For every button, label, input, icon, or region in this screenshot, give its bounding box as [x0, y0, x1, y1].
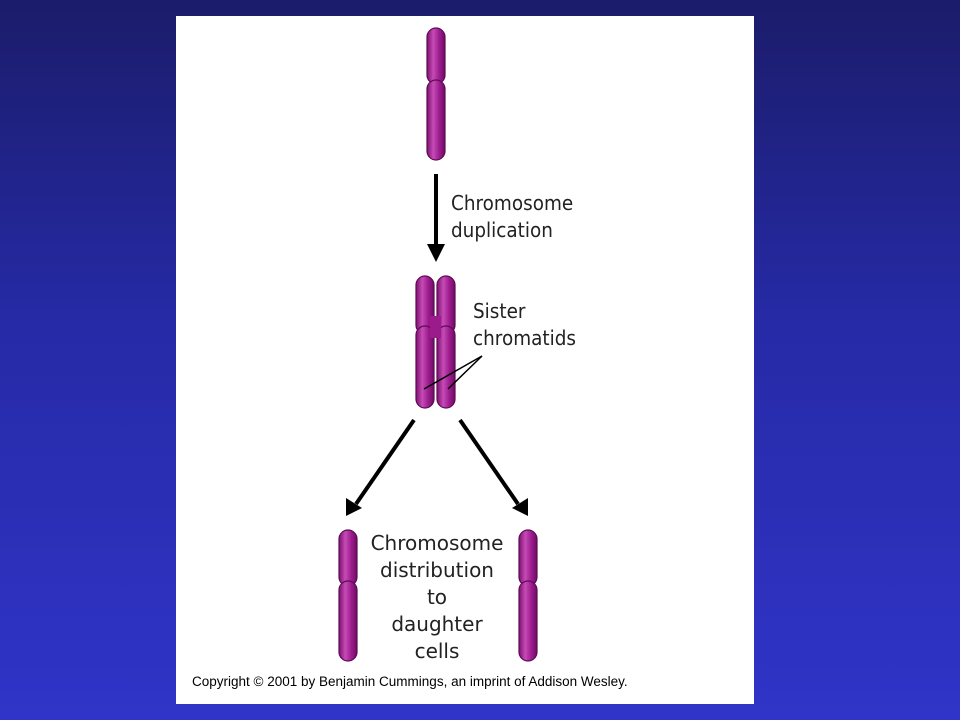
copyright-notice: Copyright © 2001 by Benjamin Cummings, a… [192, 674, 628, 689]
sister-chromatids-label: Sister chromatids [473, 298, 576, 352]
chromosome-daughter-right [518, 529, 538, 662]
diagram-canvas [338, 27, 538, 662]
arrow-to-left-daughter [346, 418, 416, 516]
sister-chromatids-pointer [423, 355, 483, 390]
distribution-label-line-4: daughter [391, 612, 483, 636]
chromosome-daughter-left [338, 529, 358, 662]
arrow-duplication [427, 174, 445, 262]
sister-chromatids-label-line-1: Sister [473, 299, 526, 323]
duplication-label-line-1: Chromosome [451, 191, 574, 215]
duplication-label-line-2: duplication [451, 218, 553, 242]
distribution-label-line-5: cells [414, 639, 460, 663]
chromosome-sister-chromatids [415, 275, 456, 409]
distribution-label-line-2: distribution [380, 558, 494, 582]
diagram-panel: Chromosome duplication Sister chromatids… [176, 16, 754, 704]
sister-chromatids-label-line-2: chromatids [473, 326, 576, 350]
distribution-label-line-3: to [426, 585, 448, 609]
distribution-label: Chromosome distribution to daughter cell… [366, 530, 508, 665]
chromosome-unreplicated [426, 27, 446, 161]
arrow-to-right-daughter [458, 418, 528, 516]
distribution-label-line-1: Chromosome [370, 531, 504, 555]
duplication-label: Chromosome duplication [451, 190, 573, 244]
